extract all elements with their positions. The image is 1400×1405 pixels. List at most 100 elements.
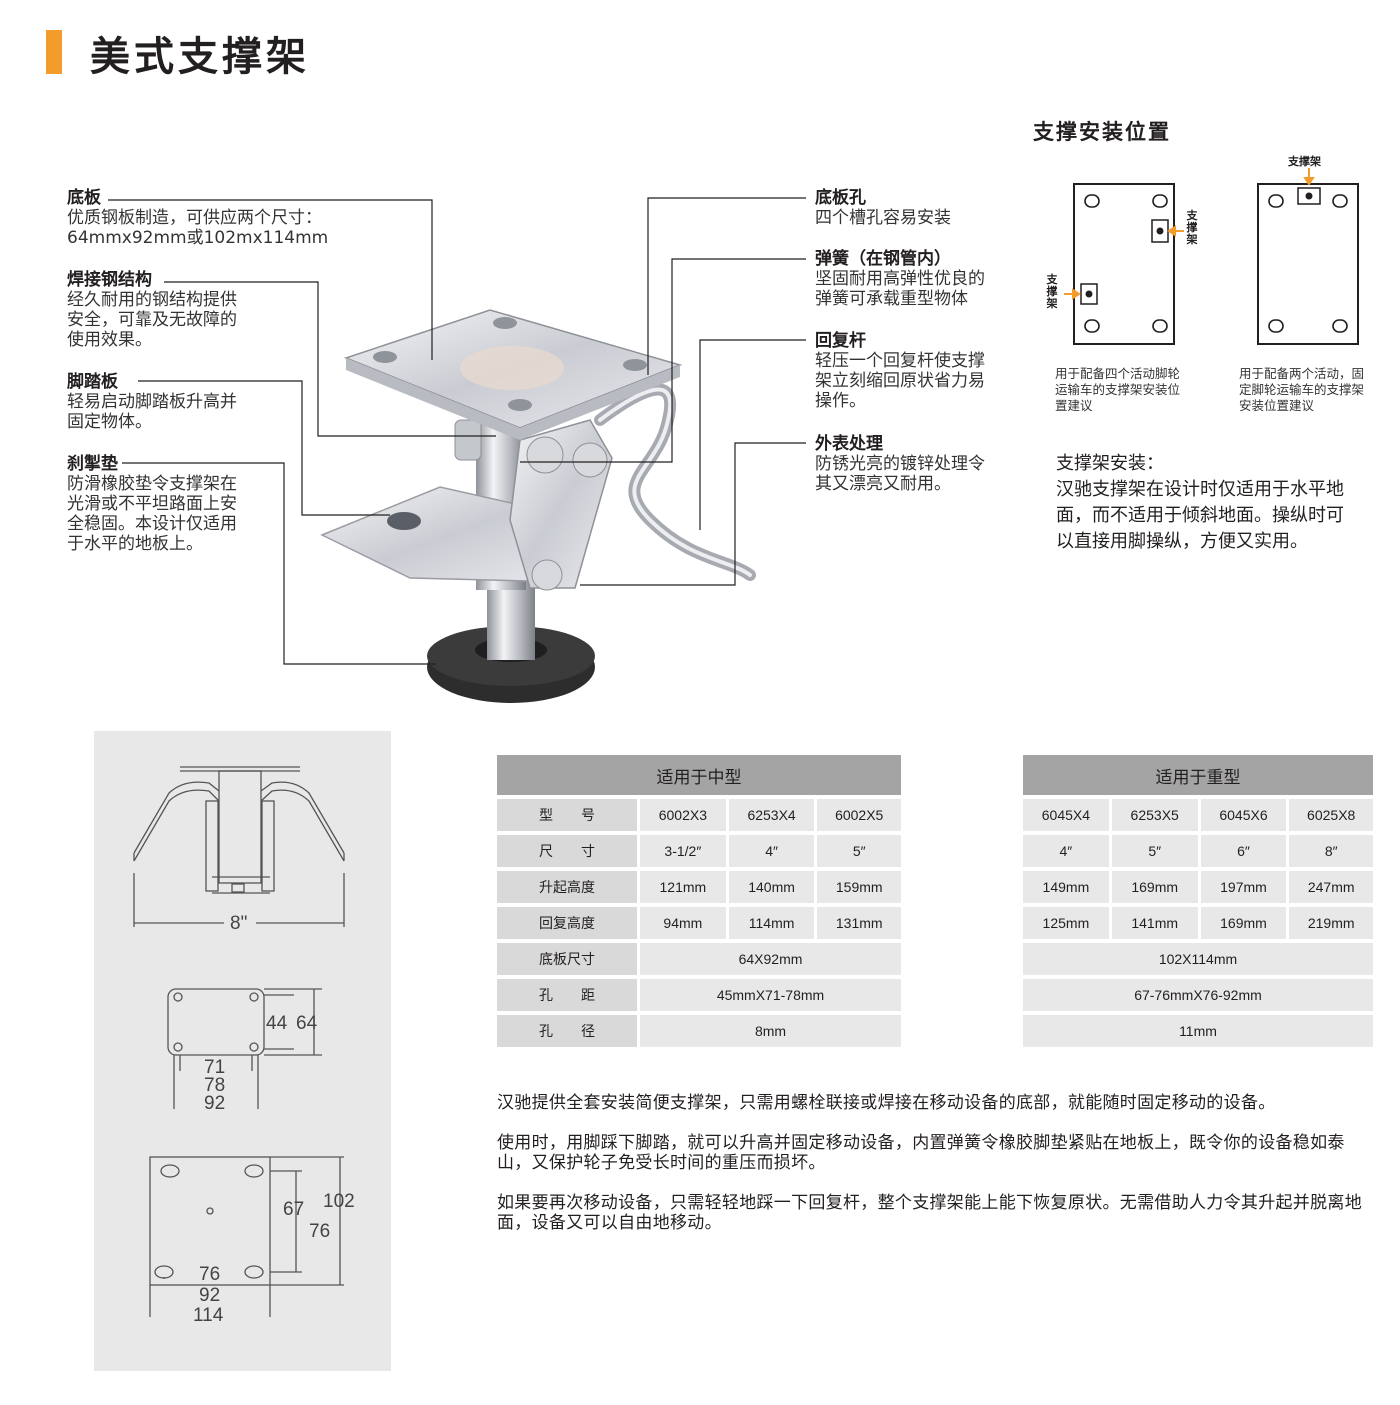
dim-71: 71 [204, 1057, 226, 1078]
callout-welded-structure: 焊接钢结构 经久耐用的钢结构提供 安全，可靠及无故障的 使用效果。 [67, 270, 237, 350]
callout-text: 经久耐用的钢结构提供 安全，可靠及无故障的 使用效果。 [67, 290, 237, 350]
technical-drawings [133, 766, 345, 1317]
table-row: 149mm 169mm 197mm 247mm [1023, 871, 1373, 903]
table-cell: 6002X5 [817, 799, 901, 831]
callout-heading: 刹掣垫 [67, 454, 118, 474]
callout-brake-pad: 刹掣垫 防滑橡胶垫令支撑架在 光滑或不平坦路面上安 全稳固。本设计仅适用 于水平… [67, 454, 237, 554]
dim-92-large: 92 [199, 1285, 221, 1306]
cart-outline-two [1257, 183, 1359, 345]
plate-hole [373, 351, 397, 363]
row-label: 升起高度 [497, 871, 640, 903]
table-cell: 8″ [1289, 835, 1373, 867]
cart-outline-four [1073, 183, 1175, 345]
dim-92-small: 92 [204, 1093, 226, 1114]
table-row: 尺 寸 3-1/2″ 4″ 5″ [497, 835, 901, 867]
table-cell: 4″ [728, 835, 818, 867]
spec-table-medium: 适用于中型 型 号 6002X3 6253X4 6002X5 尺 寸 3-1/2… [497, 751, 901, 1051]
dim-76-vertical: 76 [309, 1221, 331, 1242]
row-label: 型 号 [497, 799, 640, 831]
table-cell-merged: 8mm [640, 1015, 901, 1047]
table-cell: 169mm [1200, 907, 1290, 939]
table-cell: 6045X6 [1200, 799, 1290, 831]
table-cell: 6253X4 [728, 799, 818, 831]
table-cell: 125mm [1023, 907, 1112, 939]
callout-text: 防滑橡胶垫令支撑架在 光滑或不平坦路面上安 全稳固。本设计仅适用 于水平的地板上… [67, 474, 237, 554]
return-lever [594, 383, 756, 581]
table-row: 125mm 141mm 169mm 219mm [1023, 907, 1373, 939]
table-row: 6045X4 6253X5 6045X6 6025X8 [1023, 799, 1373, 831]
callout-finish: 外表处理 防锈光亮的镀锌处理令 其又漂亮又耐用。 [815, 434, 985, 494]
table-cell-merged: 67-76mmX76-92mm [1023, 979, 1373, 1011]
table-cell: 197mm [1200, 871, 1290, 903]
dim-8in: 8" [230, 913, 248, 934]
table-cell: 6045X4 [1023, 799, 1112, 831]
table-row: 型 号 6002X3 6253X4 6002X5 [497, 799, 901, 831]
install-note: 支撑架安装： 汉驰支撑架在设计时仅适用于水平地 面，而不适用于倾斜地面。操纵时可… [1056, 451, 1386, 555]
table-cell: 6025X8 [1289, 799, 1373, 831]
callout-spring: 弹簧（在钢管内） 坚固耐用高弹性优良的 弹簧可承载重型物体 [815, 249, 985, 309]
support-label-top: 支撑架 [1288, 155, 1321, 168]
table-cell-merged: 11mm [1023, 1015, 1373, 1047]
callout-text: 轻易启动脚踏板升高并 固定物体。 [67, 392, 237, 432]
row-label: 底板尺寸 [497, 943, 640, 975]
table-cell: 149mm [1023, 871, 1112, 903]
callout-text: 防锈光亮的镀锌处理令 其又漂亮又耐用。 [815, 454, 985, 494]
callout-heading: 焊接钢结构 [67, 270, 152, 290]
dim-78: 78 [204, 1075, 226, 1096]
table-cell: 114mm [728, 907, 818, 939]
dim-102: 102 [323, 1191, 355, 1212]
callout-text: 四个槽孔容易安装 [815, 208, 951, 228]
callout-heading: 外表处理 [815, 434, 883, 454]
support-label-left: 支撑架 [1046, 273, 1058, 310]
title-accent-bar [46, 30, 62, 74]
table-row: 升起高度 121mm 140mm 159mm [497, 871, 901, 903]
callout-text: 优质钢板制造，可供应两个尺寸： 64mmx92mm或102mx114mm [67, 208, 329, 248]
position-title: 支撑安装位置 [1033, 120, 1171, 144]
table-cell: 6253X5 [1111, 799, 1201, 831]
dim-76-horizontal: 76 [199, 1264, 221, 1285]
row-label: 孔 径 [497, 1015, 640, 1047]
callout-return-lever: 回复杆 轻压一个回复杆使支撑 架立刻缩回原状省力易 操作。 [815, 331, 985, 411]
install-text: 汉驰支撑架在设计时仅适用于水平地 面，而不适用于倾斜地面。操纵时可 以直接用脚操… [1056, 479, 1344, 552]
table-cell: 5″ [817, 835, 901, 867]
table-cell: 3-1/2″ [640, 835, 729, 867]
table-cell: 6002X3 [640, 799, 729, 831]
callout-foot-pedal: 脚踏板 轻易启动脚踏板升高并 固定物体。 [67, 372, 237, 432]
row-label: 尺 寸 [497, 835, 640, 867]
row-label: 孔 距 [497, 979, 640, 1011]
callout-heading: 脚踏板 [67, 372, 118, 392]
plate-hole [493, 317, 517, 329]
dim-44: 44 [266, 1013, 288, 1034]
support-label-right: 支撑架 [1186, 209, 1198, 246]
table-cell: 141mm [1111, 907, 1201, 939]
table-cell: 5″ [1111, 835, 1201, 867]
callout-heading: 底板 [67, 188, 101, 208]
page-title: 美式支撑架 [90, 34, 310, 80]
table-row: 11mm [1023, 1015, 1373, 1047]
plate-hole [623, 359, 647, 371]
plate-hole [508, 399, 532, 411]
product-illustration [108, 197, 806, 703]
table-row: 底板尺寸 64X92mm [497, 943, 901, 975]
technical-drawing-panel: 8" 44 64 71 78 92 67 76 102 76 92 114 [94, 731, 391, 1371]
caption-two-casters: 用于配备两个活动，固 定脚轮运输车的支撑架 安装位置建议 [1239, 366, 1365, 413]
table-cell: 6″ [1200, 835, 1290, 867]
paragraph-reset: 如果要再次移动设备，只需轻轻地踩一下回复杆，整个支撑架能上能下恢复原状。无需借助… [497, 1193, 1362, 1233]
table-cell-merged: 45mmX71-78mm [640, 979, 901, 1011]
table-header-heavy: 适用于重型 [1023, 755, 1373, 795]
callout-text: 轻压一个回复杆使支撑 架立刻缩回原状省力易 操作。 [815, 351, 985, 411]
table-row: 102X114mm [1023, 943, 1373, 975]
table-cell: 159mm [817, 871, 901, 903]
table-cell: 140mm [728, 871, 818, 903]
table-row: 孔 径 8mm [497, 1015, 901, 1047]
install-heading: 支撑架安装： [1056, 453, 1164, 474]
table-row: 4″ 5″ 6″ 8″ [1023, 835, 1373, 867]
callout-text: 坚固耐用高弹性优良的 弹簧可承载重型物体 [815, 269, 985, 309]
dim-67: 67 [283, 1199, 305, 1220]
table-row: 回复高度 94mm 114mm 131mm [497, 907, 901, 939]
table-cell: 247mm [1289, 871, 1373, 903]
position-diagrams [1064, 168, 1359, 345]
table-row: 67-76mmX76-92mm [1023, 979, 1373, 1011]
caption-four-casters: 用于配备四个活动脚轮 运输车的支撑架安装位 置建议 [1055, 366, 1181, 413]
paragraph-usage: 使用时，用脚踩下脚踏，就可以升高并固定移动设备，内置弹簧令橡胶脚垫紧贴在地板上，… [497, 1133, 1345, 1173]
